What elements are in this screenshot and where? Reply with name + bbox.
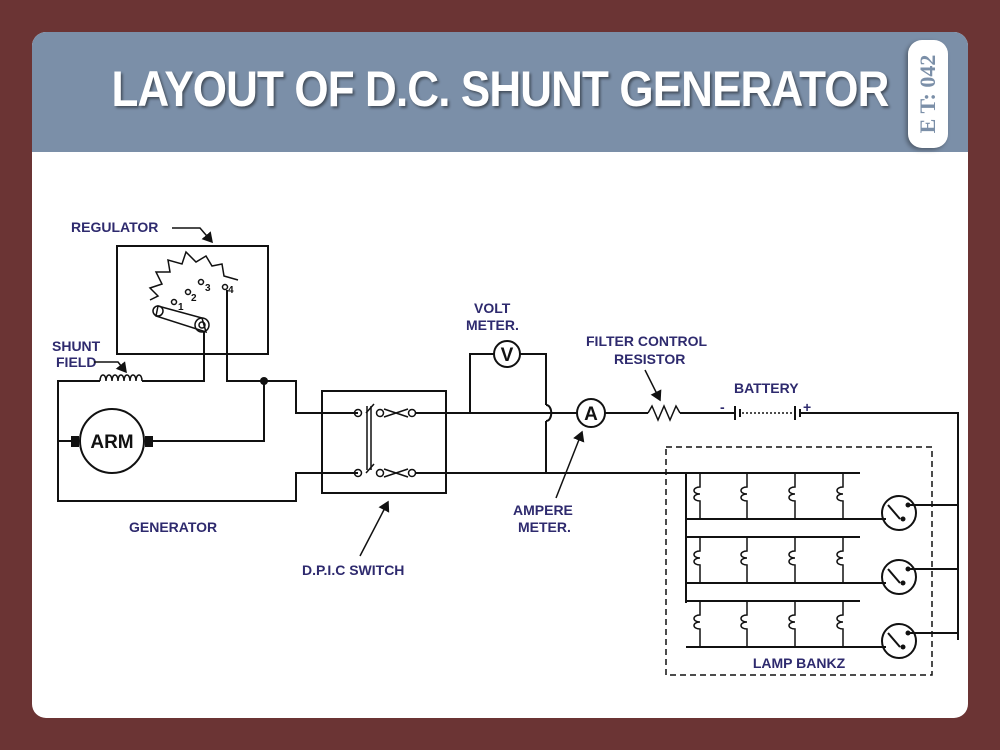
- dpic-switch-pointer: [359, 500, 390, 557]
- regulator-pivot: [194, 317, 210, 333]
- diagram-card: LAYOUT OF D.C. SHUNT GENERATOR E T: 042: [32, 32, 968, 718]
- regulator-tap-label-3: 3: [205, 283, 211, 294]
- armature-brush-right: [145, 436, 153, 447]
- wire-pivot-field: [142, 332, 205, 382]
- switch-cross-links: [383, 408, 409, 478]
- switch-link-bar: [366, 406, 372, 470]
- ampere-meter-pointer: [555, 430, 585, 499]
- lamp-row-1-lamp-2: [740, 473, 748, 519]
- lamp-row-2-lamp-4: [836, 537, 844, 583]
- generator: SHUNT FIELD ARM GENERATOR: [52, 290, 358, 535]
- lamp-row-2-switch: [881, 559, 917, 595]
- lamp-row-1-lamp-4: [836, 473, 844, 519]
- dpic-switch: D.P.I.C SWITCH: [302, 390, 546, 578]
- shunt-field-label-2: FIELD: [56, 354, 96, 370]
- voltmeter-symbol: V: [501, 345, 514, 366]
- wire-voltmeter-right: [520, 353, 547, 405]
- lamp-row-3-lamp-4: [836, 601, 844, 647]
- wire-regulator-top-bus: [226, 290, 358, 414]
- filter-resistor: [647, 404, 681, 422]
- lamp-row-3-lamp-3: [788, 601, 796, 647]
- lamp-row-3-lamp-1: [693, 601, 701, 647]
- voltmeter-dial: [493, 340, 521, 368]
- switch-contact-2: [375, 408, 385, 418]
- lamp-bank-enclosure: [665, 446, 933, 676]
- switch-contact-6: [407, 468, 417, 478]
- regulator-box: [116, 245, 269, 355]
- ampere-meter-label-1: AMPERE: [513, 502, 573, 518]
- wire-armature-right: [153, 381, 265, 442]
- supply-line: A - + BATTERY FILTER CONTROL RESISTOR AM…: [470, 333, 959, 640]
- regulator-tap-label-1: 1: [178, 302, 184, 313]
- ampere-meter-label-2: METER.: [518, 519, 571, 535]
- lamp-row-3-switch-lever: [887, 632, 901, 648]
- lamp-row-1-switch-lever: [887, 504, 901, 520]
- shunt-field-label-1: SHUNT: [52, 338, 101, 354]
- volt-meter-label-1: VOLT: [474, 300, 511, 316]
- battery-minus: -: [720, 399, 725, 415]
- regulator-tap-label-2: 2: [191, 293, 197, 304]
- volt-meter: V VOLT METER.: [466, 300, 553, 473]
- lamp-row-1-switch: [881, 495, 917, 531]
- armature: [79, 408, 145, 474]
- regulator-tap-2: [184, 288, 192, 296]
- generator-label: GENERATOR: [129, 519, 217, 535]
- battery-plus: +: [803, 399, 811, 415]
- page-title: LAYOUT OF D.C. SHUNT GENERATOR: [111, 61, 889, 117]
- title-banner: LAYOUT OF D.C. SHUNT GENERATOR E T: 042: [32, 32, 968, 152]
- code-badge: E T: 042: [908, 40, 948, 148]
- lamp-row-2-lamp-1: [693, 537, 701, 583]
- lamp-bank-label: LAMP BANKZ: [753, 655, 846, 671]
- lamp-row-2-switch-contact-b: [900, 580, 906, 586]
- switch-contact-5: [375, 468, 385, 478]
- lamp-row-2-lamp-3: [788, 537, 796, 583]
- regulator-tap-label-4: 4: [228, 285, 234, 296]
- regulator-contact-arc: [148, 250, 239, 301]
- regulator-tap-1: [170, 298, 178, 306]
- wire-field-generator-bottom: [57, 380, 358, 502]
- lamp-row-2-lamp-2: [740, 537, 748, 583]
- regulator-tap-4: [221, 283, 229, 291]
- armature-label: ARM: [90, 432, 133, 453]
- lamp-row-1-switch-contact-b: [900, 516, 906, 522]
- regulator-arm-tip: [152, 305, 164, 317]
- lamp-rows: [686, 472, 958, 659]
- ammeter-symbol: A: [584, 404, 598, 425]
- regulator-pivot-center: [198, 321, 206, 329]
- lamp-row-3-switch: [881, 623, 917, 659]
- switch-contact-1: [353, 408, 363, 418]
- wire-battery-return: [800, 412, 959, 640]
- filter-resistor-pointer: [644, 369, 662, 402]
- regulator-label: REGULATOR: [71, 219, 158, 235]
- battery-label: BATTERY: [734, 380, 799, 396]
- battery-cell-right: [794, 406, 801, 420]
- lamp-bank: LAMP BANKZ: [665, 446, 958, 676]
- armature-brush-left: [71, 436, 79, 447]
- dpic-switch-box: [321, 390, 447, 494]
- filter-resistor-label-2: RESISTOR: [614, 351, 685, 367]
- regulator: 1 2 3 4 REGULATOR: [71, 219, 269, 355]
- shunt-field-pointer: [94, 361, 127, 374]
- lamp-row-3-lamp-2: [740, 601, 748, 647]
- lamp-row-3-switch-contact-b: [900, 644, 906, 650]
- lamp-row-2-switch-lever: [887, 568, 901, 584]
- wire-voltmeter-left: [469, 353, 494, 413]
- switch-contact-4: [353, 468, 363, 478]
- lamp-row-1-lamp-3: [788, 473, 796, 519]
- regulator-pointer: [172, 227, 213, 244]
- switch-contact-3: [407, 408, 417, 418]
- shunt-field-coil: [99, 374, 143, 382]
- filter-resistor-label-1: FILTER CONTROL: [586, 333, 708, 349]
- regulator-arm: [155, 305, 208, 334]
- junction-dot: [260, 377, 268, 385]
- volt-meter-label-2: METER.: [466, 317, 519, 333]
- lamp-row-1-lamp-1: [693, 473, 701, 519]
- regulator-tap-3: [197, 278, 205, 286]
- dpic-switch-label: D.P.I.C SWITCH: [302, 562, 404, 578]
- battery-cell-left: [734, 406, 741, 420]
